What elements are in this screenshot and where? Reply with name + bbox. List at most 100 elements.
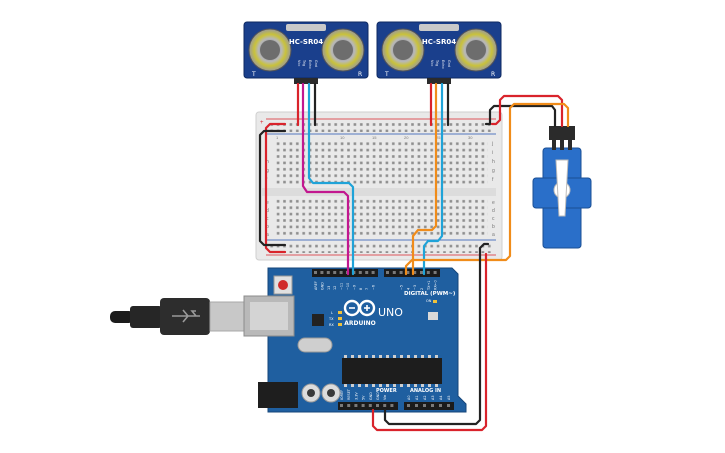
pin-label: ~3 [413, 285, 417, 290]
sensor-pin-gnd: Gnd [314, 60, 318, 67]
digital-label: DIGITAL (PWM~) [404, 291, 456, 297]
sensor-r-mark: R [358, 71, 362, 78]
sensor-pin-vcc: Vcc [430, 60, 434, 66]
pin-label: RX←0 [434, 280, 438, 290]
led-label-on: ON [426, 299, 432, 303]
wires [258, 82, 570, 432]
pin-label: IOREF [340, 390, 344, 400]
pin-label: 2 [420, 288, 424, 290]
column-number: 25 [436, 135, 441, 140]
sensor-model-label: HC-SR04 [289, 38, 323, 46]
led-label-rx: RX [329, 323, 334, 327]
column-number: 20 [404, 135, 409, 140]
row-letter: d [492, 208, 495, 214]
row-letter: h [492, 159, 495, 165]
row-letter: b [492, 224, 495, 230]
row-letter: a [492, 232, 495, 238]
pin-label: A3 [431, 396, 435, 400]
usb-icon [172, 309, 200, 323]
usb-cable [110, 298, 251, 335]
pin-label: 12 [333, 286, 337, 290]
pin-label: ~10 [346, 283, 350, 290]
pin-label: 7 [365, 288, 369, 290]
row-letter: j [491, 141, 493, 147]
wire-arduino-5v [371, 252, 488, 432]
wire-sensor1-echo [307, 82, 355, 276]
pin-label: ~5 [400, 285, 404, 290]
wire-servo-gnd [484, 104, 557, 128]
wire-sensor1-trig [301, 82, 350, 276]
pin-label: RESET [347, 388, 351, 400]
pin-label: ~9 [352, 285, 356, 290]
sensor-pin-gnd: Gnd [447, 60, 451, 67]
arduino-logo-icon [343, 299, 376, 317]
analog-in-label: ANALOG IN [410, 388, 441, 394]
pin-label: ~6 [372, 285, 376, 290]
sensor-model-label: HC-SR04 [422, 38, 456, 46]
pin-label: GND [376, 392, 380, 400]
wire-sensor2-echo [422, 82, 444, 276]
sensor-r-mark: R [491, 71, 495, 78]
pin-label: A0 [407, 396, 411, 400]
pin-label: GND [369, 392, 373, 400]
pin-label: 3.3V [354, 392, 358, 400]
row-letter: h [266, 159, 269, 165]
servo-motor [532, 126, 592, 249]
sensor-pin-vcc: Vcc [297, 60, 301, 66]
row-letter: a [266, 232, 269, 238]
wire-servo-signal [404, 102, 570, 276]
row-letter: g [492, 168, 495, 174]
pin-label: 5V [362, 395, 366, 400]
pin-label: AREF [314, 281, 318, 290]
row-letter: e [492, 200, 495, 206]
sensor-t-mark: T [384, 71, 389, 78]
pin-label: Vin [383, 395, 387, 400]
sensor-pin-trig: Trig [302, 59, 306, 66]
wire-rail-jumper-black [258, 129, 287, 247]
led-label-tx: TX [328, 317, 334, 321]
row-letter: d [266, 208, 269, 214]
pin-label: ~11 [340, 283, 344, 290]
row-letter: f [492, 177, 494, 183]
pin-label: A5 [447, 396, 451, 400]
column-number: 30 [468, 135, 473, 140]
row-letter: c [492, 216, 495, 222]
column-number: 10 [340, 135, 345, 140]
pin-label: A2 [423, 396, 427, 400]
wire-rail-jumper-red [264, 122, 287, 254]
pin-label: A1 [415, 396, 419, 400]
pin-label: GND [320, 282, 324, 290]
row-letter: b [266, 224, 269, 230]
sensor-pin-echo: Echo [308, 60, 312, 69]
power-label: POWER [376, 388, 397, 394]
ultrasonic-sensor-1: HC-SR04 T R Vcc Trig Echo Gnd [243, 21, 369, 84]
reset-button[interactable] [278, 280, 288, 290]
row-letter: i [492, 150, 493, 156]
pin-label: 8 [359, 288, 363, 290]
led-label-l: L [331, 311, 333, 315]
row-letter: c [266, 216, 269, 222]
pin-label: 13 [327, 286, 331, 290]
wire-arduino-gnd [383, 242, 490, 426]
pin-label: 4 [406, 288, 410, 290]
sensor-pin-echo: Echo [441, 60, 445, 69]
wire-servo-power [490, 94, 564, 128]
row-letter: e [266, 200, 269, 206]
pin-label: TX→1 [427, 281, 431, 291]
row-letter: g [266, 168, 269, 174]
arduino-brand: ARDUINO [344, 320, 375, 327]
microcontroller-chip [342, 358, 442, 384]
rail-plus-label: + [260, 120, 264, 126]
sensor-t-mark: T [251, 71, 256, 78]
ultrasonic-sensor-2: HC-SR04 T R Vcc Trig Echo Gnd [376, 21, 502, 84]
sensor-pin-trig: Trig [435, 59, 439, 66]
power-jack [258, 382, 298, 408]
arduino-model: UNO [378, 306, 403, 319]
column-number: 15 [372, 135, 377, 140]
wire-sensor2-trig [411, 82, 438, 276]
pin-label: A4 [439, 396, 443, 400]
column-number: 1 [276, 135, 279, 140]
